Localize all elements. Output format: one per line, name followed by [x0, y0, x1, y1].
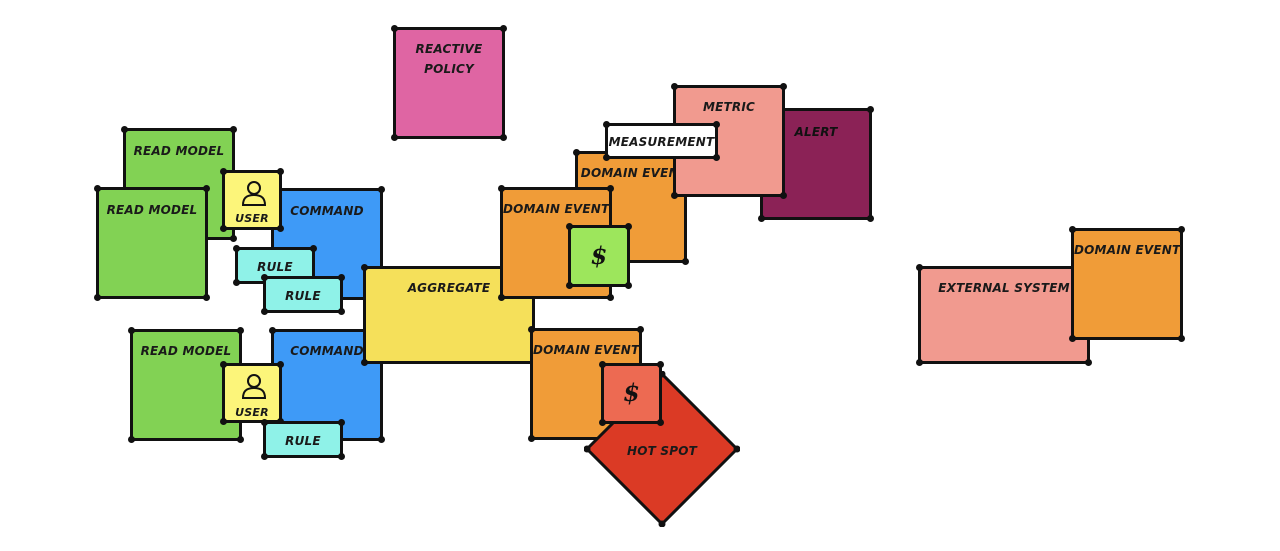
domain-event-label: DOMAIN EVENT — [503, 202, 610, 216]
domain-event-label: DOMAIN EVENT — [1074, 243, 1181, 257]
measurement-label: MEASUREMENT — [608, 135, 715, 149]
rule-sticky[interactable]: RULE — [261, 419, 345, 460]
domain-event-sticky[interactable]: DOMAIN EVENT — [1069, 226, 1185, 342]
metric-label: METRIC — [702, 100, 756, 114]
measurement-sticky[interactable]: MEASUREMENT — [603, 121, 720, 161]
rule-label: RULE — [285, 434, 321, 448]
rule-label: RULE — [257, 260, 293, 274]
user-label: USER — [235, 212, 269, 225]
read-model-label: READ MODEL — [106, 203, 198, 217]
dollar-icon: $ — [623, 378, 640, 407]
dollar-icon: $ — [590, 241, 608, 270]
user-icon — [241, 181, 267, 206]
user-icon — [241, 374, 267, 399]
read-model-sticky[interactable]: READ MODEL — [94, 185, 210, 301]
opportunity-sticky[interactable]: $ — [566, 223, 632, 289]
reactive-policy-sticky[interactable]: REACTIVE POLICY — [391, 25, 507, 141]
command-label: COMMAND — [290, 204, 364, 218]
read-model-label: READ MODEL — [140, 344, 232, 358]
read-model-label: READ MODEL — [133, 144, 225, 158]
reactive-policy-label: REACTIVE POLICY — [415, 42, 483, 76]
rule-label: RULE — [285, 289, 321, 303]
user-sticky[interactable]: USER — [220, 361, 284, 425]
external-system-label: EXTERNAL SYSTEM — [938, 281, 1070, 295]
user-label: USER — [235, 406, 269, 419]
domain-event-label: DOMAIN EVENT — [533, 343, 640, 357]
user-sticky[interactable]: USER — [220, 168, 284, 232]
rule-sticky[interactable]: RULE — [261, 274, 345, 315]
risk-sticky[interactable]: $ — [599, 361, 664, 426]
external-system-sticky[interactable]: EXTERNAL SYSTEM — [916, 264, 1092, 366]
